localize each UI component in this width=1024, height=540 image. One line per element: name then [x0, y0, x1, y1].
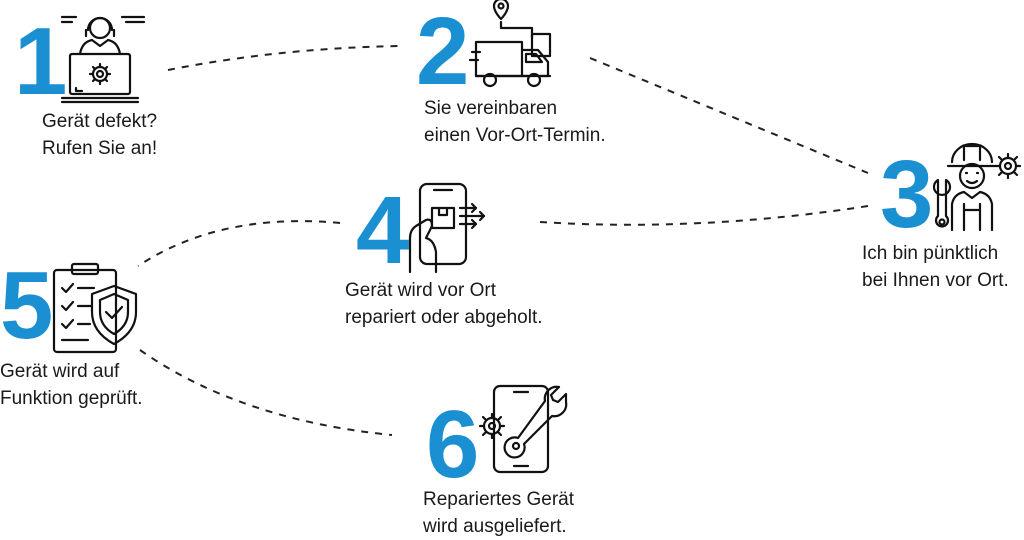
delivery-truck-icon [468, 0, 552, 88]
connector-4-5 [137, 220, 341, 267]
step-2-number: 2 [416, 0, 469, 105]
step-5-number: 5 [0, 252, 53, 359]
connector-5-6 [139, 349, 393, 436]
connector-2-3 [589, 57, 869, 174]
connector-1-2 [167, 45, 401, 71]
checklist-shield-icon [52, 262, 138, 354]
connector-3-4 [539, 205, 869, 226]
step-4-number: 4 [356, 177, 409, 284]
step-1-number: 1 [14, 8, 67, 115]
step-6-number: 6 [426, 391, 479, 498]
smartphone-parcel-icon [408, 182, 486, 274]
technician-icon [932, 142, 1022, 232]
step-3-number: 3 [880, 141, 933, 248]
step-1-label: Gerät defekt?Rufen Sie an! [42, 111, 158, 159]
call-center-agent-icon [60, 15, 146, 104]
phone-repair-icon [478, 384, 568, 474]
